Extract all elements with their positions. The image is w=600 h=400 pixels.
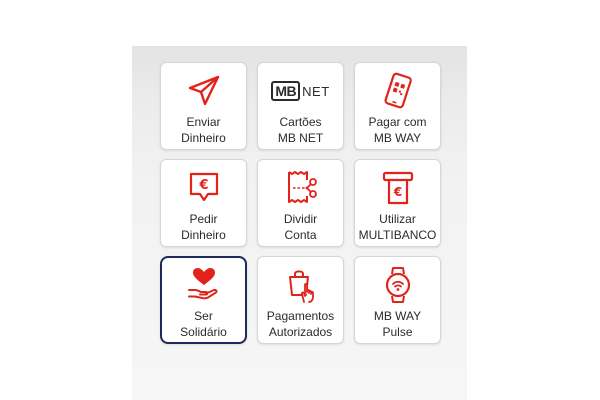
tile-label: Dividir Conta [258,211,343,243]
tile-label-line2: MULTIBANCO [358,228,437,242]
heart-hand-icon [184,265,224,305]
tile-authorized-payments[interactable]: Pagamentos Autorizados [257,256,344,344]
smartwatch-icon [378,265,418,305]
split-bill-icon [281,168,321,208]
request-money-icon: € [184,168,224,208]
tile-label: Pagar com MB WAY [355,114,440,146]
mb-net-logo: MB NET [266,71,336,111]
tile-pay-with-mbway[interactable]: Pagar com MB WAY [354,62,441,150]
atm-icon: € [378,168,418,208]
mb-logo-suffix: NET [302,83,330,99]
tile-label-line1: Pedir [189,212,218,226]
tile-label-line1: MB WAY [373,309,422,323]
svg-text:€: € [392,185,401,199]
tile-label: Pedir Dinheiro [161,211,246,243]
tile-label-line2: Dinheiro [181,228,226,242]
tile-label-line1: Cartões [279,115,322,129]
tile-label-line2: Solidário [180,325,227,339]
tile-label-line2: MB WAY [373,131,422,145]
tile-label-line2: MB NET [277,131,324,145]
tile-label: Ser Solidário [162,308,245,340]
tile-label: MB WAY Pulse [355,308,440,340]
tile-label-line2: Pulse [382,325,413,339]
tile-label-line1: Utilizar [379,212,416,226]
tile-label-line1: Enviar [186,115,221,129]
tile-split-bill[interactable]: Dividir Conta [257,159,344,247]
tile-use-multibanco[interactable]: € Utilizar MULTIBANCO [354,159,441,247]
tile-label-line1: Dividir [283,212,318,226]
tile-label-line2: Conta [284,228,317,242]
tile-label-line1: Ser [194,309,213,323]
tile-label: Cartões MB NET [258,114,343,146]
tile-be-solidary[interactable]: Ser Solidário [160,256,247,344]
tile-mb-net-cards[interactable]: MB NET Cartões MB NET [257,62,344,150]
tile-label: Enviar Dinheiro [161,114,246,146]
send-icon [184,71,224,111]
phone-qr-icon [378,71,418,111]
tile-label-line2: Dinheiro [181,131,226,145]
svg-text:€: € [198,178,208,193]
tile-request-money[interactable]: € Pedir Dinheiro [160,159,247,247]
services-grid: Enviar Dinheiro MB NET Cartões MB NET [160,62,442,344]
mb-logo-text: MB [271,81,301,101]
tile-send-money[interactable]: Enviar Dinheiro [160,62,247,150]
shopping-bag-hand-icon [281,265,321,305]
tile-label-line1: Pagar com [368,115,427,129]
tile-label-line2: Autorizados [268,325,333,339]
tile-label-line1: Pagamentos [266,309,335,323]
tile-label: Pagamentos Autorizados [258,308,343,340]
tile-label: Utilizar MULTIBANCO [355,211,440,243]
tile-mbway-pulse[interactable]: MB WAY Pulse [354,256,441,344]
